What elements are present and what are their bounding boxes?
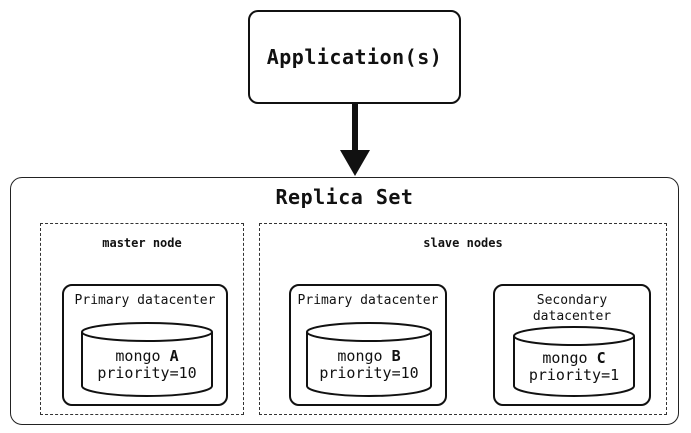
db-letter: A bbox=[169, 347, 179, 365]
application-box: Application(s) bbox=[248, 10, 461, 104]
db-priority: priority=10 bbox=[97, 364, 197, 382]
db-name: mongo bbox=[115, 347, 161, 365]
database-node-b: mongo B priority=10 bbox=[305, 348, 433, 382]
database-cylinder-icon bbox=[513, 326, 635, 397]
slave-nodes-label: slave nodes bbox=[423, 236, 503, 250]
database-cylinder-icon bbox=[306, 322, 432, 397]
db-letter: C bbox=[596, 349, 606, 367]
database-node-c: mongo C priority=1 bbox=[512, 350, 636, 384]
arrow-down-icon bbox=[340, 102, 370, 176]
db-priority: priority=10 bbox=[319, 364, 419, 382]
db-letter: B bbox=[391, 347, 401, 365]
slave-nodes-group bbox=[259, 223, 667, 415]
datacenter-label: Primary datacenter bbox=[297, 293, 439, 308]
master-node-label: master node bbox=[102, 236, 182, 250]
db-name: mongo bbox=[542, 349, 588, 367]
application-label: Application(s) bbox=[266, 45, 443, 69]
db-priority: priority=1 bbox=[528, 366, 620, 384]
datacenter-label: Primary datacenter bbox=[74, 293, 216, 308]
master-node-group bbox=[40, 223, 244, 415]
database-node-a: mongo A priority=10 bbox=[80, 348, 214, 382]
replica-set-title: Replica Set bbox=[275, 185, 414, 209]
db-name: mongo bbox=[337, 347, 383, 365]
database-cylinder-icon bbox=[81, 322, 213, 397]
